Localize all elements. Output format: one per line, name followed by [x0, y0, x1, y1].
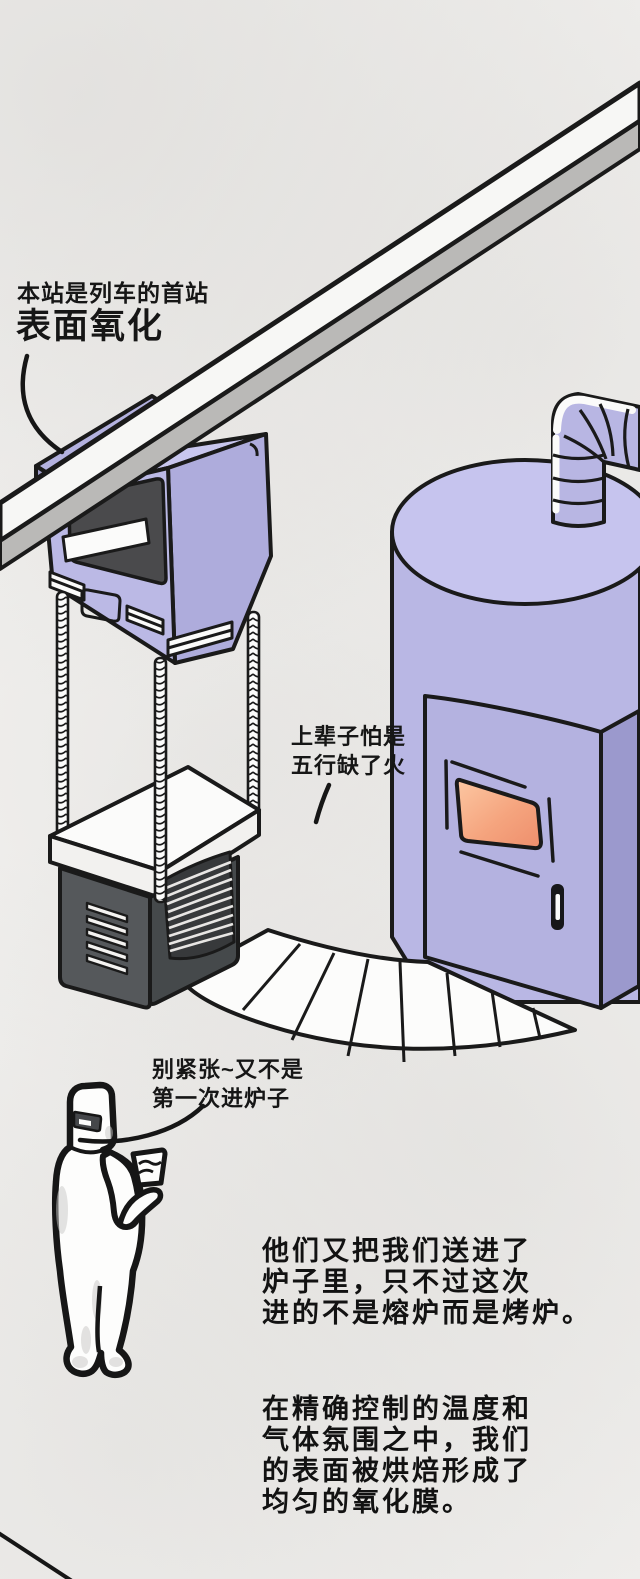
leader-station [20, 353, 65, 455]
sample-cup [130, 1147, 168, 1188]
leader-person-quip [77, 1103, 206, 1144]
rod-middle [153, 656, 168, 904]
leader-lines [20, 353, 332, 1144]
person-quip-line-1: 别紧张~又不是 [152, 1057, 304, 1082]
station-note: 本站是列车的首站 [17, 280, 209, 306]
paragraph-2-line-1: 在精确控制的温度和 [262, 1394, 532, 1424]
door-front-face [423, 694, 603, 1010]
paragraph-2-line-4: 均匀的氧化膜。 [262, 1487, 472, 1517]
furnace-door [423, 694, 640, 1010]
paragraph-1-line-2: 炉子里，只不过这次 [262, 1267, 532, 1297]
curved-walkway [178, 928, 577, 1063]
visor-slit [79, 1119, 91, 1126]
vent-slats [85, 901, 129, 976]
paragraph-1-line-3: 进的不是熔炉而是烤炉。 [262, 1298, 592, 1328]
corner-accent [249, 442, 259, 457]
next-rail-edge [0, 1531, 73, 1579]
rod-left [55, 590, 70, 850]
paragraph-1-line-1: 他们又把我们送进了 [262, 1236, 532, 1266]
pod-bumpers [48, 570, 234, 658]
fan-unit [58, 850, 240, 1010]
monorail-track [0, 80, 640, 571]
oxidation-furnace [390, 392, 640, 1010]
furnace-window [454, 777, 543, 851]
window-frame-accents [444, 759, 555, 878]
station-title: 表面氧化 [16, 307, 165, 346]
pod-window-stripe [61, 517, 151, 563]
threaded-rods [55, 590, 261, 850]
paragraph-2-line-3: 的表面被烘焙形成了 [262, 1456, 532, 1486]
technician-body [51, 1081, 146, 1379]
cleanroom-technician [51, 1081, 168, 1379]
leader-furnace-quip [313, 782, 332, 825]
technician-hand [117, 1187, 164, 1230]
paragraph-1: 他们又把我们送进了 炉子里，只不过这次 进的不是熔炉而是烤炉。 [262, 1236, 592, 1329]
furnace-quip-line-2: 五行缺了火 [291, 753, 407, 778]
person-quip-line-2: 第一次进炉子 [152, 1086, 291, 1111]
rod-right [246, 610, 261, 816]
exhaust-pipe [551, 392, 640, 528]
furnace-quip: 上辈子怕是 五行缺了火 [291, 722, 406, 780]
person-quip: 别紧张~又不是 第一次进炉子 [152, 1055, 304, 1113]
paragraph-2-line-2: 气体氛围之中，我们 [262, 1425, 532, 1455]
round-vent [162, 850, 236, 961]
paragraph-2: 在精确控制的温度和 气体氛围之中，我们 的表面被烘焙形成了 均匀的氧化膜。 [262, 1394, 532, 1518]
door-handle-slit [555, 894, 560, 920]
furnace-quip-line-1: 上辈子怕是 [291, 724, 407, 749]
door-side-face [599, 709, 640, 1010]
